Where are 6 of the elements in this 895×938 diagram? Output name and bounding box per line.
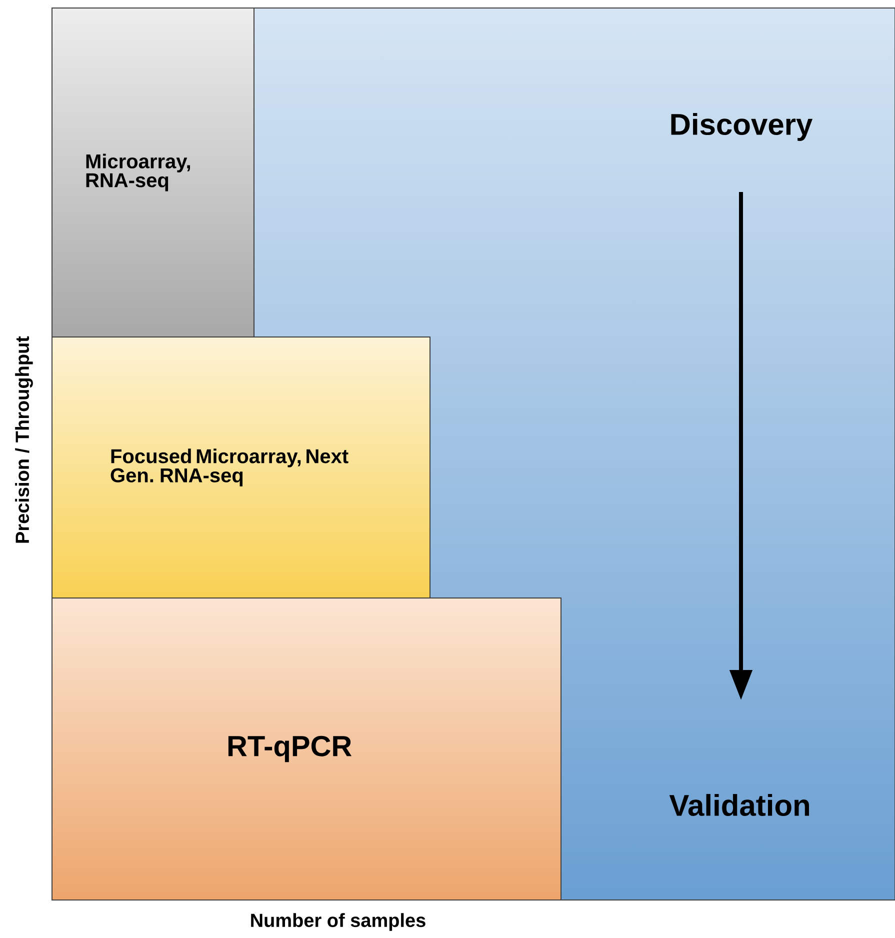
method-box: RT-qPCR — [52, 598, 562, 900]
axis-label: Precision / Throughput — [15, 336, 33, 543]
method-box: Microarray, RNA-seq — [52, 8, 254, 338]
heading-text: Discovery — [671, 113, 813, 141]
heading-text: Validation — [669, 794, 809, 816]
method-box: Focused Microarray, Next Gen. RNA-seq — [52, 336, 430, 598]
